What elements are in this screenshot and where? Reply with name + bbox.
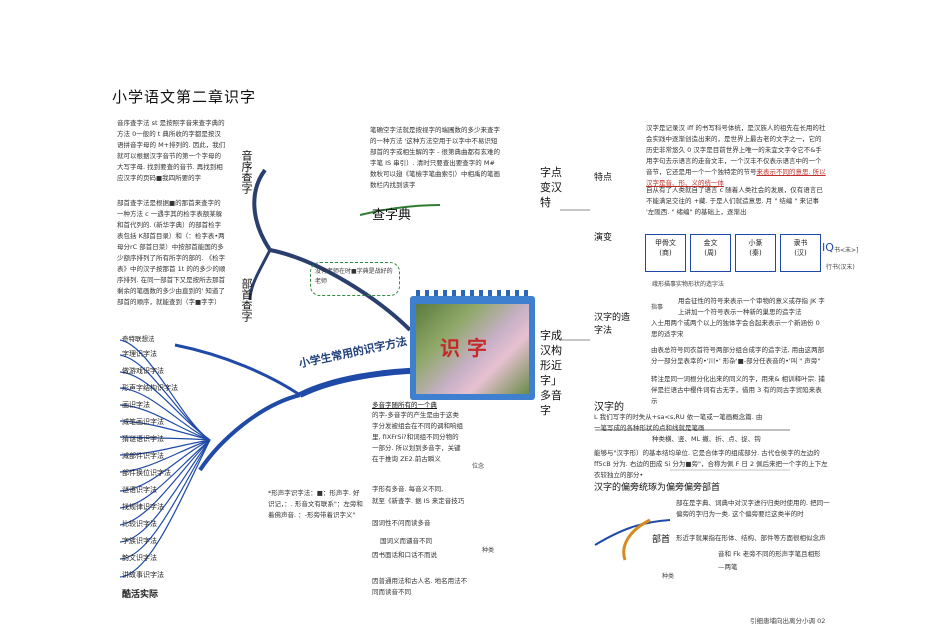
- zhishi-text: 用会征性的符号来表示一个审物的意义或存指 JK 字上讲加一个符号表示一种新的巢思…: [678, 297, 825, 316]
- method-item: 画识字法: [122, 401, 150, 409]
- feature-link: 来表示不同的意思. 所以汉字是音、形、义的统一体: [646, 168, 826, 187]
- jiajie-text: 转注是同一词根分化出来的同义的字，用来& 相训释叶宗. 捕伴是拦语古中樱件词有古…: [651, 375, 825, 405]
- radical-text-b: 形近字就果指在形体、结构、部件等方面很相似念声: [676, 534, 826, 542]
- label-wei: 位念: [472, 463, 485, 470]
- evolution-caption: 峨形描事实物形状的造字法: [652, 281, 725, 288]
- center-label: 识 字: [440, 336, 487, 360]
- method-item: 奇特联想法: [122, 335, 155, 343]
- radical-text-d: —两笔: [718, 563, 738, 571]
- component-text: 能够与"汉字形）的基本结均单位. 它是合体字的组成部分. 古代仓侯字的左边的 f…: [594, 449, 828, 479]
- feature-text: 汉字是记录汉 iff 的书写科号体统，是汉族人的祖先在长用的社会实践中逐渐创造出…: [646, 123, 826, 189]
- method-item: 字族识字法: [122, 537, 157, 545]
- radical-lookup-heading: 部首查字: [240, 278, 253, 322]
- center-calendar: 识 字: [410, 290, 535, 400]
- evo-cell: 隶书(汉): [780, 234, 821, 272]
- methods-list: 奇特联想法 字理识字法 做游戏识字法 形声字结构识字法 画识字法 减笔画识字法 …: [122, 333, 212, 604]
- method-item: 猜谜语识字法: [122, 435, 164, 443]
- xingsheng-text: 由表总符号同衣首符号两部分组合成字的造字法, 用由这两部分一部分呈表幸的•'川•…: [651, 346, 825, 365]
- polyphone-example-3: 国词义而谴音不同: [380, 537, 432, 545]
- label-zhong-mid: 种类: [482, 547, 495, 554]
- evolution-after-1: IQ: [822, 241, 834, 254]
- structure-heading: 汉字的造字法: [594, 313, 631, 336]
- radical-lookup-text: 部首查字法是根据■的那首来查字的一种方法 c 一遇字其的检字表额某躲和首代列的.…: [117, 199, 226, 306]
- dictionary-label: 查字典: [372, 208, 412, 223]
- phonetic-lookup-text: 音序查字法 st 是按照字音来查字典的方法 0一般的 t 典所收的字都是按汉语拼…: [117, 119, 226, 182]
- radical-section-heading: 汉字的偏旁统琢为偏旁偏旁部首: [594, 483, 721, 493]
- bubble-text: 没有老师在时■字典是战好的老师: [315, 268, 393, 285]
- evolution-table: 甲骨文(商) 金文(周) 小篆(秦) 隶书(汉): [645, 234, 821, 272]
- polyphone-example-2: 固词性不问而读多音: [372, 519, 431, 527]
- stroke-kinds: 种类横、竖、ML 撇、折、点、捉、钩: [652, 435, 761, 443]
- method-item: 讲故事识字法: [122, 571, 164, 579]
- evolution-text: 自从有了人类就自了语言 c 随着人类社会的发展，仅有语言已不能满足交往的 +藏.…: [646, 186, 823, 216]
- feature-body: 汉字是记录汉 iff 的书写科号体统，是汉族人的祖先在长用的社会实践中逐渐创造出…: [646, 124, 826, 176]
- method-item: 减部件识字法: [122, 452, 164, 460]
- radical-label: 部首: [652, 535, 671, 545]
- evo-cell: 甲骨文(商): [645, 234, 686, 272]
- method-item: 字理识字法: [122, 350, 157, 358]
- evolution-after-3: 行书(汉末): [826, 264, 855, 271]
- char-structure-side-heading: 字成汉构形近字」多音字: [540, 329, 562, 417]
- feature-heading: 特点: [594, 173, 613, 183]
- method-item: 形声字结构识字法: [122, 384, 178, 392]
- stroke-section-heading: 汉字的: [594, 402, 624, 413]
- method-item: 减笔画识字法: [122, 418, 164, 426]
- method-item: 韵文识字法: [122, 554, 157, 562]
- stroke-definition: L 我们写字的时失从+sa<s,RU 依一笔或一笔画概念篇. 由一笔写成的各种形…: [594, 413, 763, 432]
- evolution-after-2: 书<末>]: [834, 247, 859, 254]
- page-footer: 引细患埔向出离分小调 02: [750, 617, 826, 625]
- polyphone-rule: 字形有多音. 每音义不同,: [372, 485, 444, 493]
- calendar-rings: [416, 290, 528, 298]
- polyphone-example-5: 因普通用法和古人名. 地名用法不同而读音不同: [372, 577, 468, 596]
- huiyi-text: 入士用两个或两个以上的独体字会合起来表示一个新涵份 0 思的适字宋: [651, 319, 820, 338]
- zhishi-label: 指事: [651, 304, 664, 311]
- method-item: 谜语识字法: [122, 486, 157, 494]
- method-item: 找规律识字法: [122, 503, 164, 511]
- method-item: 部件换位识字法: [122, 469, 171, 477]
- polyphone-example-1: 就至《新查字. 据 IS 来定音技巧: [372, 497, 465, 505]
- stroke-lookup-text: 笔确空字法就是按视字的端圃数的多少来查字的一种方法 '这种方法空用于以字中不易识…: [370, 126, 500, 189]
- kind-label-right: 种类: [662, 573, 675, 580]
- center-photo: [416, 304, 529, 394]
- phonetic-lookup-heading: 音序查字: [240, 150, 253, 194]
- polyphone-example-4: 因书面话和口话不而说: [372, 551, 437, 559]
- evolution-heading: 演变: [594, 233, 613, 243]
- method-item: 做游戏识字法: [122, 367, 164, 375]
- evo-cell: 小篆(秦): [735, 234, 776, 272]
- radical-text-a: 部在是字典、词典中对汉字进行归类时使用的. 把同一偏旁的字归为一类. 这个偏旁要…: [676, 499, 830, 518]
- phono-semantic-text: *形声字识字法：■：形声字. 好识记，：. 形音文有联系"：左旁和着佛声音. ：…: [268, 489, 363, 519]
- polyphonic-text: 的字-多音字的产生是由于这类字分发被组会在不同的调和响组里, fIXFrSi?和…: [372, 411, 463, 463]
- char-feature-side-heading: 字点变汉特: [540, 166, 562, 209]
- method-item: 比较识字法: [122, 520, 157, 528]
- radical-text-c: 音和 Fk 老旁不同的形声字笔且相形: [718, 550, 821, 558]
- dictionary-bubble: 没有老师在时■字典是战好的老师: [310, 262, 400, 296]
- page-title: 小学语文第二章识字: [112, 88, 257, 106]
- evo-cell: 金文(周): [690, 234, 731, 272]
- polyphonic-heading: 多音字随所有的一个典: [372, 401, 437, 409]
- method-item: 酷活实际: [122, 590, 159, 600]
